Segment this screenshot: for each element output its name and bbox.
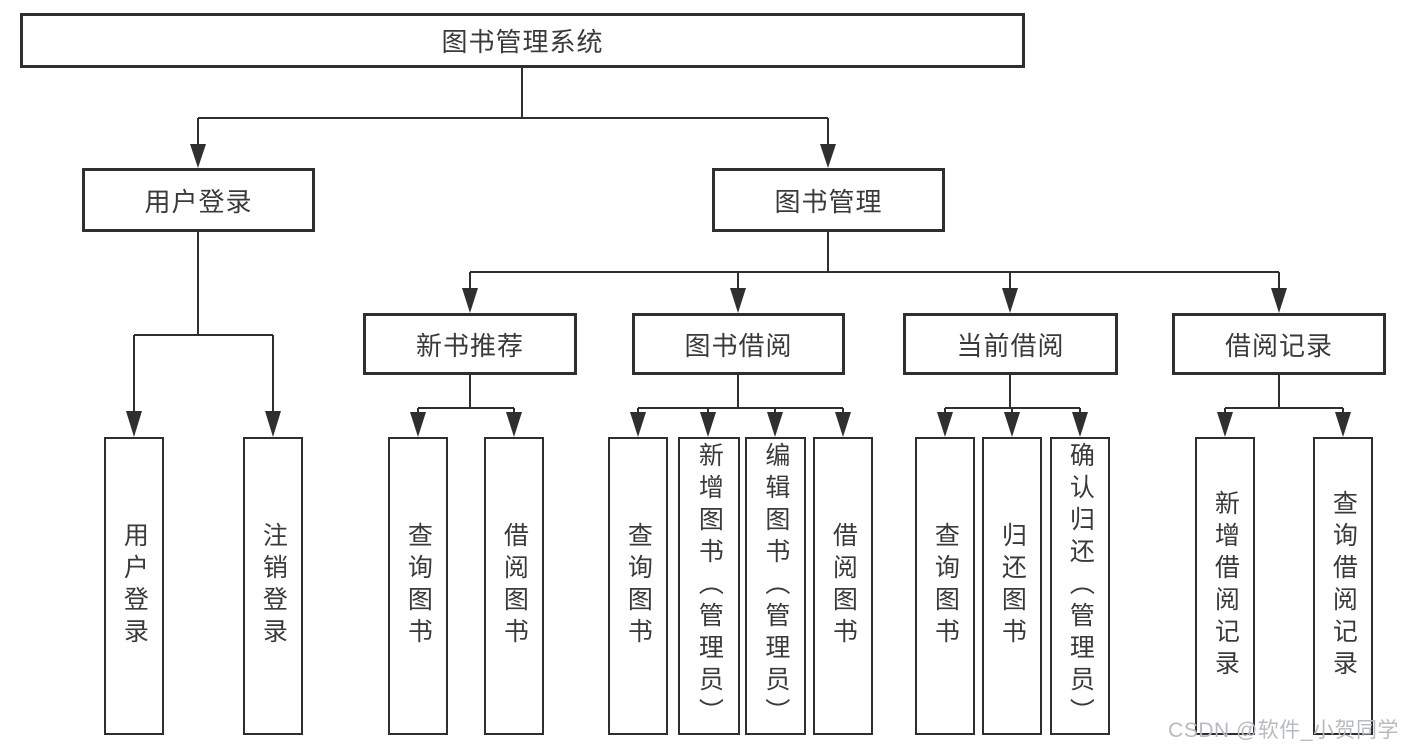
node-query-books-3: 查询图书 (915, 437, 975, 735)
node-label: 图书管理 (774, 186, 883, 217)
node-label: 用户登录 (144, 186, 253, 217)
node-label: 图书借阅 (684, 330, 793, 361)
edge-user-login (133, 232, 274, 413)
node-return-books: 归还图书 (982, 437, 1042, 735)
edge-borrowing-records (1224, 375, 1344, 413)
node-borrow-books-2: 借阅图书 (813, 437, 873, 735)
node-query-borrow-record: 查询借阅记录 (1313, 437, 1373, 735)
node-label: 新增图书（管理员） (695, 442, 724, 730)
node-book-borrowing: 图书借阅 (632, 313, 845, 375)
node-label: 借阅记录 (1224, 330, 1333, 361)
node-label: 查询图书 (624, 522, 653, 650)
node-edit-book-admin: 编辑图书（管理员） (745, 437, 806, 735)
node-confirm-return-admin: 确认归还（管理员） (1050, 437, 1110, 735)
node-new-book-recommend: 新书推荐 (363, 313, 577, 375)
node-add-book-admin: 新增图书（管理员） (678, 437, 740, 735)
node-label: 新书推荐 (415, 330, 524, 361)
node-add-borrow-record: 新增借阅记录 (1195, 437, 1255, 735)
edge-new-book-recommend (417, 375, 515, 413)
node-user-login: 用户登录 (82, 168, 315, 232)
node-label: 查询图书 (404, 522, 433, 650)
node-label: 确认归还（管理员） (1066, 442, 1095, 730)
node-label: 查询图书 (931, 522, 960, 650)
node-label: 新增借阅记录 (1211, 490, 1240, 682)
node-book-management: 图书管理 (712, 168, 945, 232)
node-borrowing-records: 借阅记录 (1172, 313, 1386, 375)
node-logout: 注销登录 (243, 437, 303, 735)
edge-book-management (469, 232, 1280, 289)
node-label: 注销登录 (259, 522, 288, 650)
edge-root (197, 68, 829, 148)
node-label: 图书管理系统 (441, 27, 604, 57)
node-label: 借阅图书 (500, 522, 529, 650)
node-label: 当前借阅 (956, 330, 1065, 361)
node-current-borrowing: 当前借阅 (903, 313, 1118, 375)
edge-book-borrowing (637, 375, 844, 413)
node-label: 查询借阅记录 (1329, 490, 1358, 682)
node-label: 用户登录 (120, 522, 149, 650)
node-borrow-books-1: 借阅图书 (484, 437, 544, 735)
arrowheads (126, 144, 1351, 437)
edge-current-borrowing (944, 375, 1081, 413)
node-label: 编辑图书（管理员） (761, 442, 790, 730)
node-query-books-2: 查询图书 (608, 437, 668, 735)
node-label: 归还图书 (998, 522, 1027, 650)
node-label: 借阅图书 (829, 522, 858, 650)
node-user-login-leaf: 用户登录 (104, 437, 164, 735)
node-root: 图书管理系统 (20, 13, 1025, 68)
node-query-books-1: 查询图书 (388, 437, 448, 735)
